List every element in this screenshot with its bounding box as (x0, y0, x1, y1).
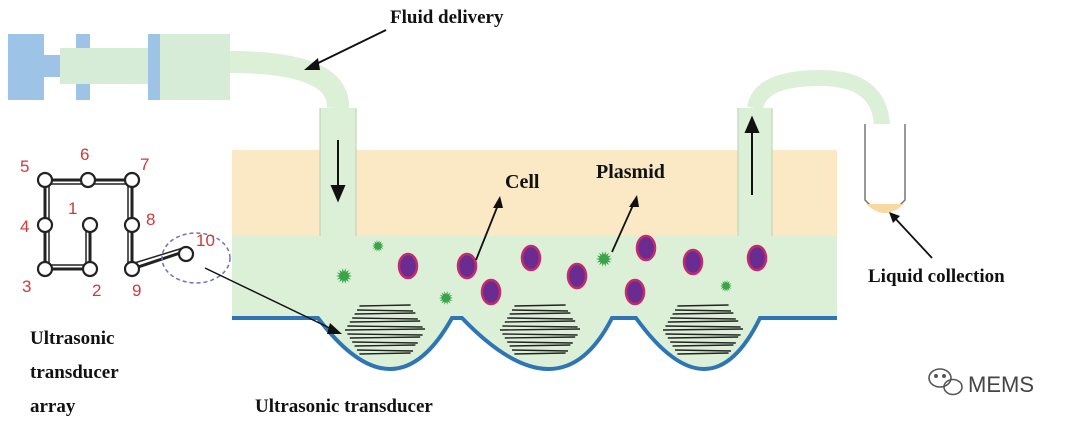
array-node-9 (123, 260, 141, 278)
collected-liquid (866, 204, 904, 213)
array-number-4: 4 (20, 217, 29, 236)
collection-tube-body (864, 124, 906, 212)
array-number-8: 8 (146, 210, 155, 229)
transducer-coil-2 (499, 304, 581, 355)
plasmid-label: Plasmid (596, 161, 665, 183)
plasmid-1 (372, 240, 384, 252)
outlet-tubing (747, 69, 890, 127)
array-node-3 (36, 260, 54, 278)
outflow-arrow (744, 115, 760, 195)
array-to-transducer-pointer (204, 267, 339, 333)
array-number-2: 2 (92, 281, 101, 300)
plasmids (336, 240, 732, 305)
inflow-arrow (330, 140, 346, 203)
array-number-3: 3 (22, 277, 31, 296)
array-number-9: 9 (132, 281, 141, 300)
cell-8 (682, 248, 704, 276)
ultrasonic-transducer-label: Ultrasonic transducer (255, 396, 433, 417)
syringe-plunger-head (8, 34, 44, 100)
array-highlight-ellipse (161, 232, 231, 284)
array-nodes (36, 171, 195, 278)
plasmid-3 (439, 291, 453, 305)
syringe (8, 34, 230, 100)
fluid-delivery-pointer (304, 29, 387, 70)
plasmid-pointer (611, 195, 639, 253)
outlet-channel-outline (737, 108, 773, 236)
cell-7 (635, 234, 657, 262)
cell-label: Cell (505, 171, 540, 193)
array-node-7 (123, 171, 141, 189)
array-label-line2: transducer (30, 362, 119, 383)
cell-3 (480, 278, 502, 306)
collection-tube (864, 124, 906, 213)
array-node-8 (123, 216, 141, 234)
array-number-10: 10 (196, 231, 215, 250)
transducer-coil-1 (344, 304, 426, 355)
liquid-collection-pointer (889, 212, 933, 259)
cell-4 (520, 244, 542, 272)
cell-9 (746, 244, 768, 272)
array-label-line3: array (30, 396, 76, 417)
liquid-collection-label: Liquid collection (868, 266, 1005, 287)
plasmid-5 (720, 280, 732, 292)
array-node-2 (81, 260, 99, 278)
transducer-array-schematic: 1 2 3 4 5 6 7 8 9 10 (20, 145, 342, 334)
plasmid-4 (596, 251, 612, 267)
array-number-1: 1 (68, 199, 77, 218)
array-number-6: 6 (80, 145, 89, 164)
cell-5 (566, 262, 588, 290)
inlet-tubing (229, 51, 349, 109)
array-node-6 (79, 171, 97, 189)
array-node-1 (81, 216, 99, 234)
syringe-divider (148, 34, 160, 100)
syringe-barrel (150, 34, 230, 100)
watermark: MEMS (928, 368, 1034, 397)
array-pointer-head (327, 323, 342, 334)
syringe-barrel-left (60, 48, 150, 84)
plasmid-2 (336, 268, 352, 284)
transducer-coil-3 (662, 304, 744, 355)
array-node-5 (36, 171, 54, 189)
watermark-text: MEMS (968, 372, 1034, 397)
cell-pointer (475, 196, 503, 261)
cells (397, 234, 768, 306)
fluid-delivery-label: Fluid delivery (390, 7, 504, 28)
chamber-bottom-boundary (232, 316, 837, 371)
microfluidic-chamber (232, 108, 837, 369)
array-number-5: 5 (20, 157, 29, 176)
array-number-7: 7 (140, 155, 149, 174)
wechat-icon (928, 368, 963, 396)
array-wire (43, 178, 184, 272)
array-node-4 (36, 216, 54, 234)
transducer-coils (344, 304, 744, 355)
array-label-line1: Ultrasonic (30, 328, 114, 349)
array-node-10 (177, 245, 195, 263)
cell-2 (456, 252, 478, 280)
cell-1 (397, 252, 419, 280)
cell-6 (624, 278, 646, 306)
inlet-channel-outline (319, 108, 357, 236)
